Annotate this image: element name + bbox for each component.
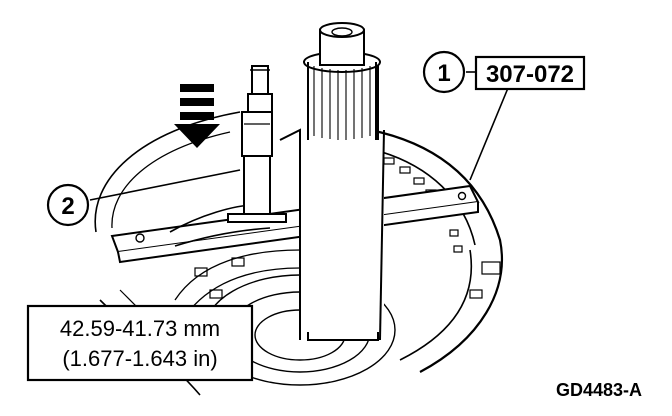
figure-id: GD4483-A: [556, 380, 642, 400]
measurement-metric: 42.59-41.73 mm: [60, 316, 220, 341]
housing-slots: [194, 257, 245, 299]
measurement-frame: [26, 304, 254, 382]
callout-2: 2: [46, 183, 90, 227]
measurement-imperial: (1.677-1.643 in): [62, 346, 217, 371]
downward-arrow: [174, 84, 220, 148]
input-shaft: [279, 22, 385, 341]
shaft-splines: [313, 66, 371, 140]
callout-1-circle: [422, 50, 466, 94]
callout-1-number: 1: [437, 60, 450, 87]
depth-gauge: [227, 65, 287, 223]
tool-code-label: 307-072: [486, 61, 574, 88]
callout-2-circle: [46, 183, 90, 227]
measurement-box: 42.59-41.73 mm (1.677-1.643 in): [26, 304, 254, 382]
callout-1: 1 307-072: [422, 50, 586, 94]
leader-lines: [89, 71, 509, 201]
tool-code-box: [474, 55, 586, 91]
callout-2-number: 2: [61, 193, 74, 220]
